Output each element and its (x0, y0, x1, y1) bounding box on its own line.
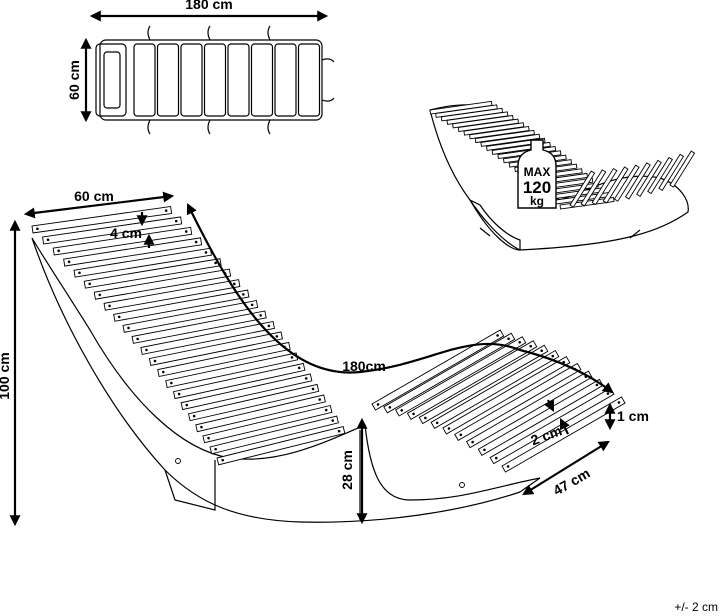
slat-gap-arrow-bottom (560, 418, 570, 435)
persp-slat (613, 164, 640, 202)
cushion-segment (156, 43, 180, 117)
cushion-segment (297, 43, 321, 117)
base-depth-arrow (522, 440, 610, 496)
cushion-segment (180, 43, 203, 117)
cushion-top-view (95, 25, 335, 135)
weight-value-label: 120 (523, 178, 551, 197)
overall-length-arrow (186, 203, 614, 394)
seat-width-label: 60 cm (74, 188, 114, 204)
weight-unit-label: kg (530, 194, 544, 208)
seat-width-arrow (23, 191, 175, 219)
cushion-segment (274, 43, 297, 117)
persp-slat (602, 166, 629, 204)
weight-max-label: MAX (524, 165, 551, 179)
slat-thickness-label: 1 cm (617, 408, 649, 424)
persp-slat (469, 126, 530, 140)
cushion-width-label: 60 cm (66, 60, 82, 100)
overall-length-label: 180cm (342, 358, 386, 374)
lounger-perspective-view (429, 100, 696, 251)
cushion-segment (203, 43, 227, 117)
seat-height-label: 28 cm (339, 450, 355, 490)
weight-badge: MAX 120 kg (517, 139, 557, 209)
slat (209, 415, 339, 455)
persp-slat (647, 156, 673, 195)
persp-slat (669, 150, 696, 188)
slat (216, 426, 346, 466)
height-label: 100 cm (0, 352, 12, 399)
persp-slat (463, 122, 525, 136)
persp-slat (658, 153, 685, 191)
persp-slat (474, 129, 535, 144)
persp-slat (480, 133, 541, 147)
slat-width-label: 4 cm (110, 225, 142, 241)
slat (195, 394, 326, 433)
lounger-main-view (31, 206, 626, 523)
cushion-segment (227, 43, 250, 117)
cushion-length-label: 180 cm (185, 0, 232, 12)
slat-gap-arrow-top (544, 399, 554, 412)
base-depth-label: 47 cm (550, 465, 592, 499)
persp-slat (636, 159, 662, 198)
cushion-segment (133, 43, 156, 117)
cushion-segment (250, 43, 274, 117)
slat (202, 404, 333, 444)
persp-slat (624, 162, 651, 200)
tolerance-note: +/- 2 cm (674, 600, 718, 614)
